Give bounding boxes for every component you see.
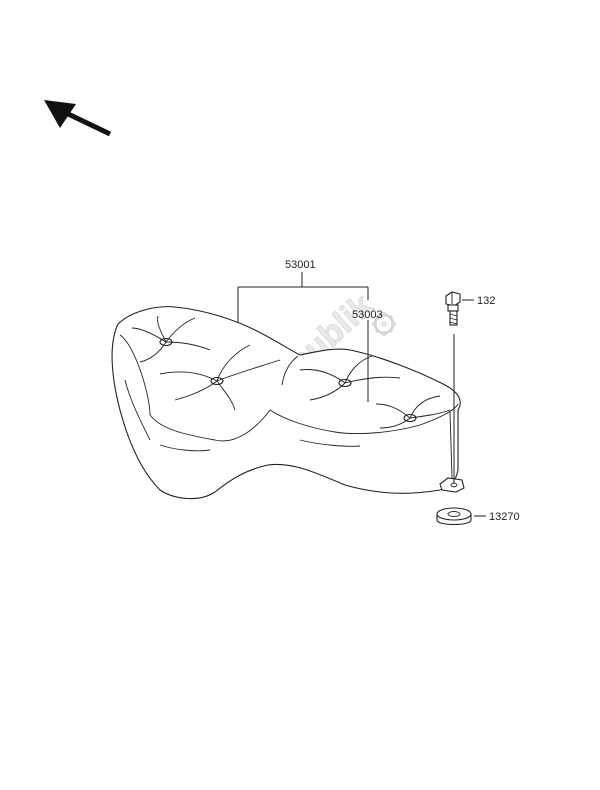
leader-53001 — [237, 272, 369, 322]
part-label-132[interactable]: 132 — [477, 295, 495, 307]
seat-drawing — [111, 306, 465, 500]
direction-arrow-icon — [44, 100, 112, 137]
gear-icon — [372, 312, 396, 336]
grommet-13270[interactable] — [436, 507, 472, 526]
part-label-53001[interactable]: 53001 — [285, 259, 316, 271]
part-label-13270[interactable]: 13270 — [489, 511, 520, 523]
bolt-132[interactable] — [445, 291, 461, 326]
part-label-53003[interactable]: 53003 — [352, 309, 383, 321]
